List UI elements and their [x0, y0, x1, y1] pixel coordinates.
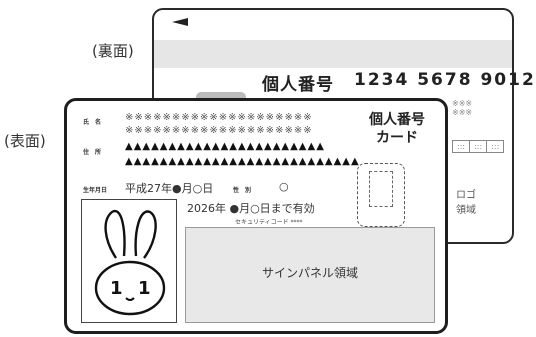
- front-card: 氏 名 ※※※※※※※※※※※※※※※※※※※※ ※※※※※※※※※※※※※※※…: [64, 98, 448, 334]
- address-line: ▲▲▲▲▲▲▲▲▲▲▲▲▲▲▲▲▲▲▲▲▲▲▲: [125, 141, 325, 152]
- back-dots-line: ※※※: [452, 108, 473, 117]
- arrow-left-icon: [172, 18, 188, 26]
- table-cell: :::: [486, 140, 505, 153]
- address-line: ▲▲▲▲▲▲▲▲▲▲▲▲▲▲▲▲▲▲▲▲▲▲▲▲▲▲▲: [125, 156, 360, 167]
- name-label: 氏 名: [83, 119, 102, 126]
- table-cell: :::: [469, 140, 488, 153]
- birthdate-label: 生年月日: [83, 187, 108, 194]
- mascot-digit: 1: [138, 278, 151, 299]
- name-line: ※※※※※※※※※※※※※※※※※※※※: [125, 125, 313, 136]
- ic-chip-outline: [357, 163, 405, 227]
- birthdate-value: 平成27年●月○日: [125, 182, 214, 195]
- back-side-label: (裏面): [92, 42, 134, 60]
- ic-chip: [369, 171, 393, 207]
- signature-panel: サインパネル領域: [185, 227, 435, 323]
- back-card-title: 個人番号: [262, 75, 334, 95]
- table-cell: :::: [451, 140, 471, 153]
- back-dots-line: ※※※: [452, 99, 473, 108]
- security-code: セキュリティコード ****: [235, 219, 303, 226]
- photo-area: 1 1: [81, 199, 177, 323]
- front-side-label: (表面): [4, 132, 46, 150]
- name-line: ※※※※※※※※※※※※※※※※※※※※: [125, 112, 313, 123]
- card-title: カード: [376, 130, 418, 146]
- back-card-note: ロゴ 領域: [456, 186, 476, 216]
- note-line: 領域: [456, 205, 476, 216]
- back-card-table: ::: ::: :::: [451, 140, 505, 153]
- note-line: ロゴ: [456, 190, 476, 201]
- back-dots: ※※※ ※※※: [452, 99, 472, 117]
- magnetic-stripe: [154, 40, 512, 68]
- personal-number: 1234 5678 9012: [354, 70, 536, 90]
- sex-label: 性 別: [233, 187, 252, 194]
- mascot-digit: 1: [110, 278, 123, 299]
- address-label: 住 所: [83, 149, 102, 156]
- expiry-date: 2026年 ●月○日まで有効: [187, 202, 315, 215]
- rabbit-mascot-icon: 1 1: [94, 209, 166, 316]
- sex-value: ○: [279, 180, 289, 193]
- card-title: 個人番号: [369, 112, 425, 128]
- signature-panel-label: サインパネル領域: [261, 266, 358, 280]
